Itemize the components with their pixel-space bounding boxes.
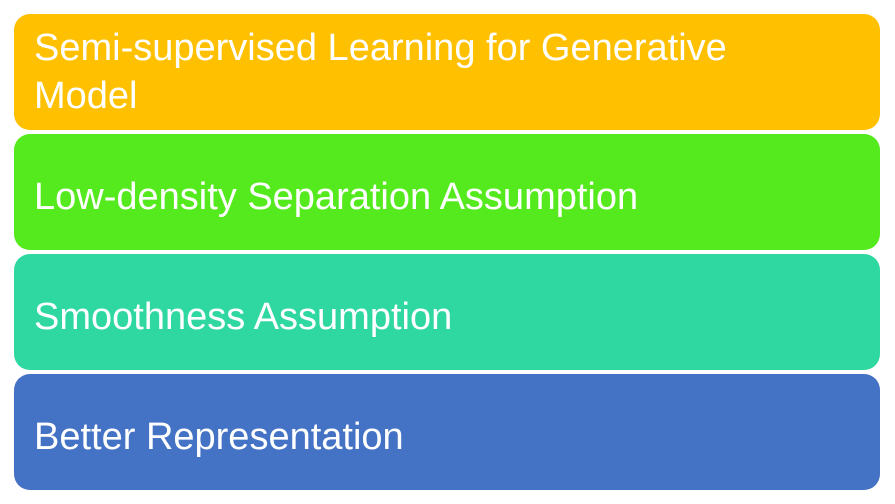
block-label: Better Representation	[34, 416, 404, 458]
block-smoothness: Smoothness Assumption	[14, 254, 880, 370]
block-better-representation: Better Representation	[14, 374, 880, 490]
block-low-density-separation: Low-density Separation Assumption	[14, 134, 880, 250]
block-label: Semi-supervised Learning for Generative …	[34, 27, 727, 117]
block-label: Low-density Separation Assumption	[34, 176, 639, 218]
topic-stack: Semi-supervised Learning for Generative …	[14, 14, 880, 494]
block-label: Smoothness Assumption	[34, 296, 453, 338]
block-generative-model: Semi-supervised Learning for Generative …	[14, 14, 880, 130]
